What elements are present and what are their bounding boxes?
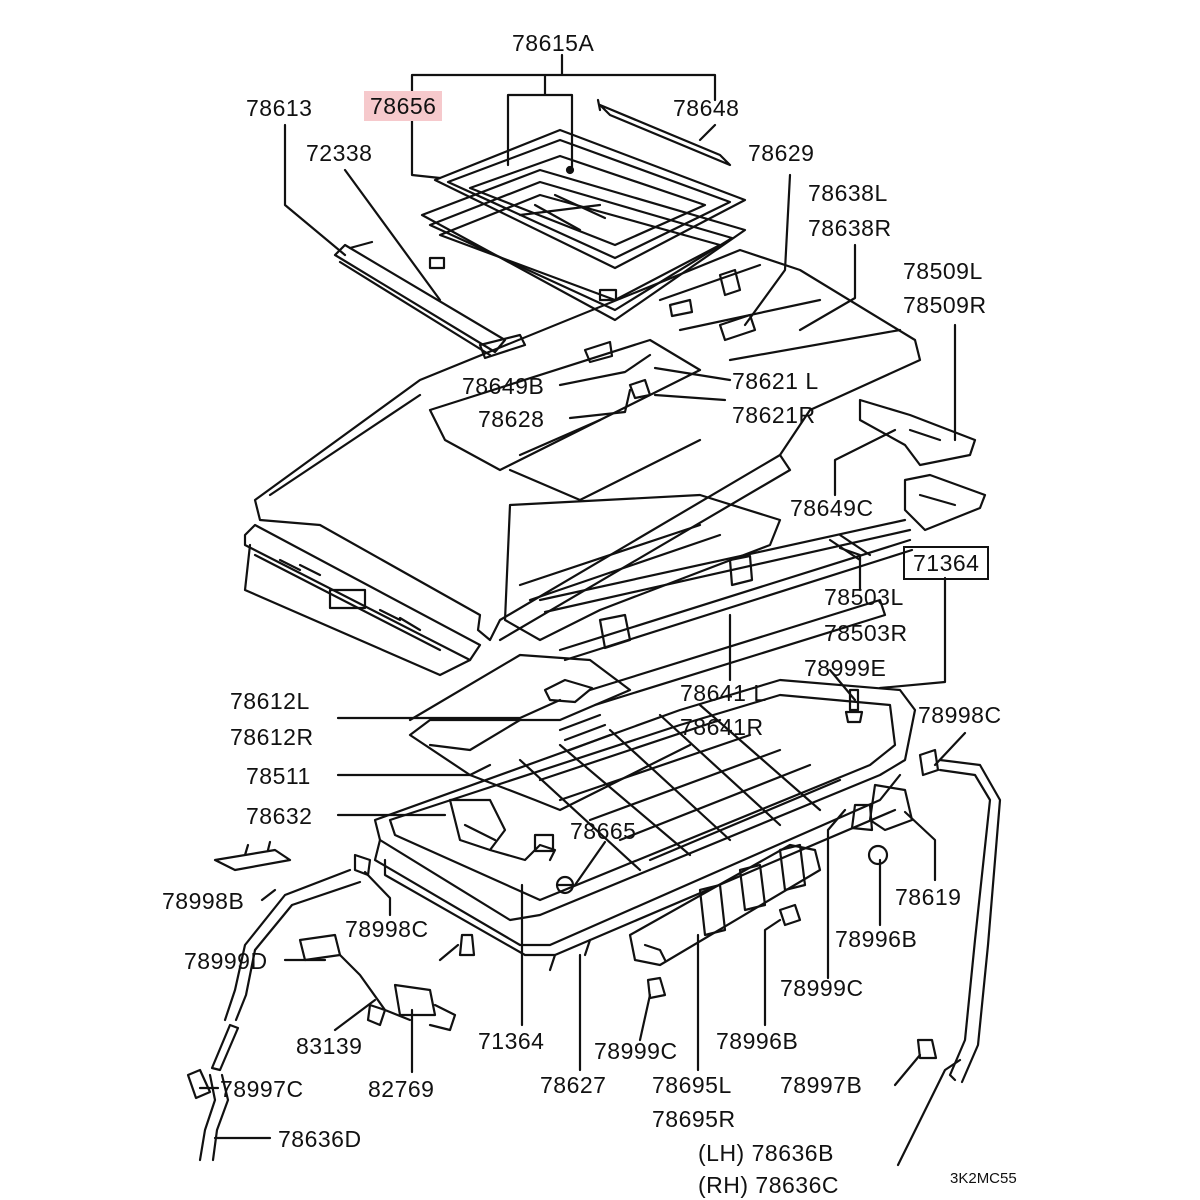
- motor-bracket: [628, 843, 822, 967]
- label-78615A: 78615A: [512, 30, 595, 56]
- label-78695L: 78695L: [652, 1072, 732, 1098]
- label-78612R: 78612R: [230, 724, 314, 750]
- drain-hoses: [186, 758, 1002, 1162]
- label-78998B: 78998B: [162, 888, 245, 914]
- glass-lid: [433, 128, 747, 270]
- label-78665: 78665: [570, 818, 637, 844]
- label-71364-boxed: 71364: [903, 546, 990, 580]
- seal-frame: [420, 168, 747, 322]
- label-72338: 72338: [306, 140, 373, 166]
- label-78613: 78613: [246, 95, 313, 121]
- label-78632: 78632: [246, 803, 313, 829]
- label-78621R: 78621R: [732, 402, 816, 428]
- label-78636B: (LH) 78636B: [698, 1140, 834, 1166]
- main-frame: [373, 678, 917, 972]
- label-78636D: 78636D: [278, 1126, 362, 1152]
- leader-lines: [198, 53, 967, 1167]
- label-78503R: 78503R: [824, 620, 908, 646]
- label-78621L: 78621 L: [732, 368, 819, 394]
- label-83139: 83139: [296, 1033, 363, 1059]
- label-78648: 78648: [673, 95, 740, 121]
- label-78509L: 78509L: [903, 258, 983, 284]
- label-78628: 78628: [478, 406, 545, 432]
- label-78636C: (RH) 78636C: [698, 1172, 839, 1198]
- headliner-front: [243, 523, 482, 677]
- deflector-strip: [596, 98, 732, 167]
- label-78612L: 78612L: [230, 688, 310, 714]
- label-78627: 78627: [540, 1072, 607, 1098]
- fasteners: [213, 688, 940, 1060]
- label-78695R: 78695R: [652, 1106, 736, 1132]
- label-78649B: 78649B: [462, 373, 545, 399]
- label-78656-highlighted: 78656: [364, 91, 443, 121]
- label-82769: 82769: [368, 1076, 435, 1102]
- label-78996B-lower: 78996B: [716, 1028, 799, 1054]
- label-78629: 78629: [748, 140, 815, 166]
- label-78649C: 78649C: [790, 495, 874, 521]
- label-78998C-upper: 78998C: [918, 702, 1002, 728]
- motor-78632: [448, 798, 557, 862]
- label-78999C-lower: 78999C: [594, 1038, 678, 1064]
- label-78999D: 78999D: [184, 948, 268, 974]
- label-78641R: 78641R: [680, 714, 764, 740]
- label-78998C-lower: 78998C: [345, 916, 429, 942]
- label-78511: 78511: [246, 763, 311, 789]
- cable-frame: [408, 598, 887, 812]
- label-78619: 78619: [895, 884, 962, 910]
- label-78638R: 78638R: [808, 215, 892, 241]
- label-71364-lower: 71364: [478, 1028, 545, 1054]
- label-78641L: 78641 L: [680, 680, 767, 706]
- label-78997C: 78997C: [220, 1076, 304, 1102]
- switch-harness: [298, 933, 457, 1032]
- roof-panel: [253, 248, 922, 642]
- label-78996B-upper: 78996B: [835, 926, 918, 952]
- right-rails: [538, 398, 987, 662]
- label-78509R: 78509R: [903, 292, 987, 318]
- label-78997B: 78997B: [780, 1072, 863, 1098]
- inner-tray: [503, 493, 782, 650]
- label-78503L: 78503L: [824, 584, 904, 610]
- label-78999E: 78999E: [804, 655, 887, 681]
- diagram-code: 3K2MC55: [950, 1170, 1017, 1187]
- label-78999C-right: 78999C: [780, 975, 864, 1001]
- label-78638L: 78638L: [808, 180, 888, 206]
